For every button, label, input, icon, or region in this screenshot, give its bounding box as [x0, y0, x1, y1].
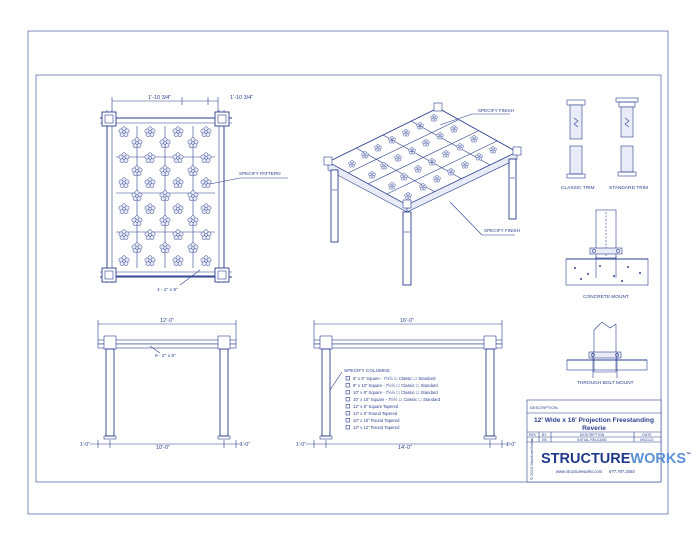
brand-logo: STRUCTUREWORKS™ — [541, 451, 691, 467]
column-option-checkbox[interactable] — [345, 411, 350, 416]
front-post-spacing: 10'-0" — [156, 445, 170, 451]
side-right-overhang: 1'-0" — [506, 442, 516, 448]
brand-bold: STRUCTURE — [541, 451, 631, 467]
through-bolt-mount-detail: THROUGH BOLT MOUNT — [566, 321, 648, 386]
brand-light: WORKS — [630, 451, 686, 467]
column-option-label: 12" x 8" Square Tapered — [353, 404, 399, 409]
column-option-checkbox[interactable] — [345, 376, 350, 381]
plan-specify-pattern: SPECIFY PATTERN — [239, 171, 281, 176]
tb-copyright: © 2023 StructureWorks — [529, 438, 534, 480]
side-elevation: 16'-0" 1'-0" 14'-0" 1'-0" — [296, 318, 516, 451]
plan-dim-left: 1'-10 3/4" — [148, 95, 171, 101]
front-left-overhang: 1'-0" — [80, 442, 90, 448]
column-option-checkbox[interactable] — [345, 404, 350, 409]
through-bolt-mount-label: THROUGH BOLT MOUNT — [577, 380, 634, 386]
column-option-label: 12" x 8" Round Tapered — [353, 411, 398, 416]
plan-lumber-note: 4 - 2" x 8" — [157, 287, 178, 293]
side-left-overhang: 1'-0" — [296, 442, 306, 448]
concrete-mount-label: CONCRETE MOUNT — [583, 294, 629, 300]
tb-title: 12' Wide x 16' Projection Freestanding — [534, 417, 654, 424]
iso-specify-finish-bottom: SPECIFY FINISH — [484, 228, 520, 233]
tb-by-value: EB — [542, 438, 547, 442]
tb-desc-col-label: DESCRIPTION — [580, 433, 605, 437]
column-option-label: 8" x 10" Square - 7½½ ☐ Classic ☐ Standa… — [353, 383, 438, 388]
tb-by-label: BY — [542, 433, 547, 437]
classic-trim-detail: CLASSIC TRIM — [561, 99, 595, 191]
column-option-checkbox[interactable] — [345, 418, 350, 423]
column-option-label: 12" x 12" Round Tapered — [353, 425, 400, 430]
tb-rev-label: REV — [529, 433, 537, 437]
column-option-label: 8" x 8" Square - 7½½ ☐ Classic ☐ Standar… — [353, 376, 436, 381]
column-option-label: 10" x 10" Round Tapered — [353, 418, 400, 423]
tb-rev-value: 1 — [531, 438, 533, 442]
standard-trim-label: STANDARD TRIM — [609, 185, 648, 191]
column-spec-title: SPECIFY COLUMNS — [344, 368, 390, 374]
side-overall-width: 16'-0" — [400, 318, 414, 324]
tb-phone: 877.787.3084 — [609, 469, 635, 474]
brand-tm: ™ — [686, 452, 691, 458]
tb-website: www.structureworks.com — [556, 469, 603, 474]
tb-date-label: DATE — [642, 433, 652, 437]
tb-date-value: 09/21/21 — [640, 438, 654, 442]
tb-subtitle: Reverie — [582, 425, 606, 432]
column-option-checkbox[interactable] — [345, 425, 350, 430]
column-option-checkbox[interactable] — [345, 397, 350, 402]
plan-view: 1'-10 3/4" 1'-10 3/4" — [100, 95, 288, 293]
isometric-view: SPECIFY FINISH SPECIFY FINISH — [323, 102, 522, 286]
outer-border — [27, 30, 669, 515]
tb-desc-value: INITIAL RELEASE — [577, 438, 607, 442]
column-option-checkbox[interactable] — [345, 383, 350, 388]
side-post-spacing: 14'-0" — [398, 445, 412, 451]
svg-text:STRUCTUREWORKS™: STRUCTUREWORKS™ — [541, 451, 691, 467]
column-option-checkbox[interactable] — [345, 390, 350, 395]
concrete-mount-detail: CONCRETE MOUNT — [565, 209, 649, 300]
front-right-overhang: 1'-0" — [240, 442, 250, 448]
front-elevation: 12'-0" 8 - 2" x 8" 1'-0" 10'-0" 1'-0" — [80, 318, 250, 451]
classic-trim-label: CLASSIC TRIM — [561, 185, 595, 191]
standard-trim-detail: STANDARD TRIM — [609, 97, 648, 191]
plan-dim-right: 1'-10 3/4" — [230, 95, 253, 101]
column-option-label: 10" x 8" Square - 7½½ ☐ Classic ☐ Standa… — [353, 390, 438, 395]
column-spec-note: SPECIFY COLUMNS 8" x 8" Square - 7½½ ☐ C… — [329, 368, 441, 430]
front-overall-width: 12'-0" — [160, 318, 174, 324]
iso-specify-finish-top: SPECIFY FINISH — [478, 108, 514, 113]
inner-border — [35, 74, 662, 483]
column-option-label: 10" x 10" Square - 7½½ ☐ Classic ☐ Stand… — [353, 397, 441, 402]
tb-description-label: DESCRIPTION: — [530, 405, 558, 410]
title-block: DESCRIPTION: 12' Wide x 16' Projection F… — [526, 399, 691, 483]
front-beam-note: 8 - 2" x 8" — [155, 353, 176, 359]
